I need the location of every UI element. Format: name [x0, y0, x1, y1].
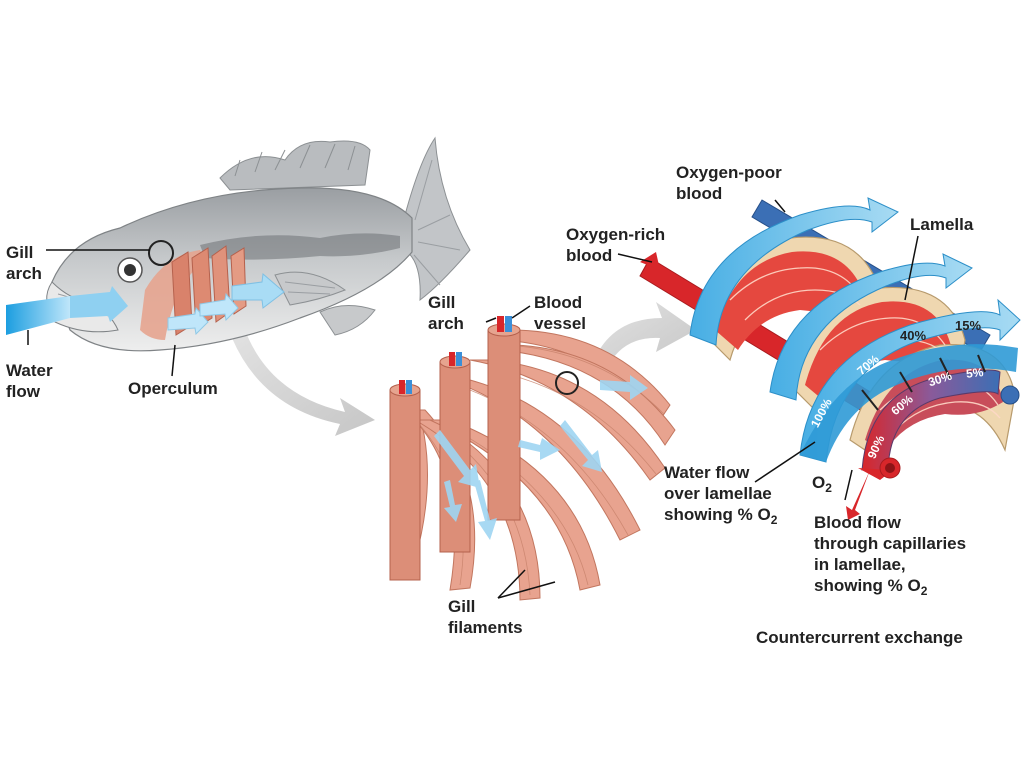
- blood-flow-gradient-band: [861, 369, 1001, 471]
- label-water-flow-line2: flow: [6, 382, 40, 401]
- label-water-flow-line1: Water: [6, 361, 53, 380]
- water-pct-15: 15%: [955, 318, 982, 333]
- label-gill-arch: Gill arch: [6, 242, 42, 284]
- label-oxygen-poor-line1: Oxygen-poor: [676, 163, 782, 182]
- label-water-over-o2-sub: 2: [770, 513, 778, 527]
- label-gill-filaments-line1: Gill: [448, 597, 476, 616]
- label-blood-flow-o2-sub: 2: [920, 584, 928, 598]
- label-blood-flow-line2: through capillaries: [814, 534, 967, 553]
- label-oxygen-poor-line2: blood: [676, 184, 723, 203]
- label-blood-vessel-line1: Blood: [534, 293, 583, 312]
- water-flow-arrows-gill: [434, 375, 648, 540]
- label-blood-flow-line4-text: showing % O: [814, 576, 921, 595]
- label-blood-flow-line1: Blood flow: [814, 513, 901, 532]
- label-o2-sub: 2: [825, 481, 832, 495]
- gill-arch-marker-circle: [148, 240, 174, 266]
- connector-arrow-gill-to-lamella: [592, 302, 696, 370]
- label-water-over-line3: showing % O2: [664, 504, 777, 531]
- label-blood-vessel: Blood vessel: [534, 292, 586, 334]
- label-oxygen-rich-line1: Oxygen-rich: [566, 225, 666, 244]
- leader-lines: [27, 199, 919, 599]
- label-o2-main: O: [812, 473, 826, 492]
- label-oxygen-rich-blood: Oxygen-rich blood: [566, 224, 665, 266]
- gill-arch-block: [389, 316, 676, 601]
- label-gill-arch-line2: arch: [6, 264, 42, 283]
- label-gill-arch-detail-line2: arch: [428, 314, 464, 333]
- label-oxygen-poor-blood: Oxygen-poor blood: [676, 162, 782, 204]
- lamella-water-bands: [689, 197, 1021, 463]
- connector-arrow-fish-to-gill: [232, 330, 375, 436]
- label-gill-filaments-line2: filaments: [448, 618, 523, 637]
- label-water-flow-over-lamellae: Water flow over lamellae showing % O2: [664, 462, 777, 531]
- water-pct-40: 40%: [900, 328, 927, 343]
- lamella-marker-circle: [555, 371, 579, 395]
- label-gill-arch-detail-line1: Gill: [428, 293, 456, 312]
- blood-pct-5: 5%: [965, 365, 985, 381]
- label-o2: O2: [812, 472, 832, 499]
- gill-filaments: [394, 329, 676, 601]
- label-water-over-line3-text: showing % O: [664, 505, 771, 524]
- label-water-over-line2: over lamellae: [664, 484, 772, 503]
- o2-diffusion-arrows: [861, 354, 986, 411]
- label-water-flow: Water flow: [6, 360, 53, 402]
- label-operculum: Operculum: [128, 379, 218, 398]
- blood-vessel-ends: [399, 316, 512, 394]
- water-flow-arrows-fish: [6, 273, 285, 336]
- caption-countercurrent-exchange: Countercurrent exchange: [756, 628, 963, 647]
- label-gill-filaments: Gill filaments: [448, 596, 523, 638]
- label-oxygen-rich-line2: blood: [566, 246, 613, 265]
- label-blood-flow-line3: in lamellae,: [814, 555, 906, 574]
- lamellae-detail: [639, 197, 1021, 520]
- label-blood-flow: Blood flow through capillaries in lamell…: [814, 512, 966, 602]
- label-blood-flow-line4: showing % O2: [814, 575, 966, 602]
- label-blood-vessel-line2: vessel: [534, 314, 586, 333]
- label-gill-arch-line1: Gill: [6, 243, 34, 262]
- label-lamella: Lamella: [910, 215, 974, 234]
- label-water-over-line1: Water flow: [664, 463, 750, 482]
- blood-direction-arrow: [846, 470, 870, 520]
- label-gill-arch-detail: Gill arch: [428, 292, 464, 334]
